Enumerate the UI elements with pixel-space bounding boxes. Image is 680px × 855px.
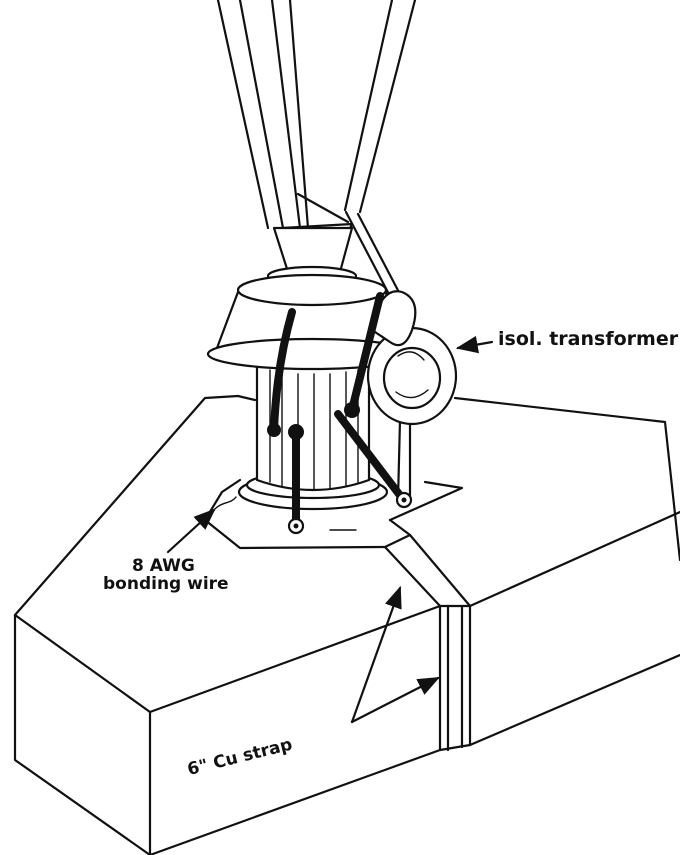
insulator-cap <box>206 226 418 371</box>
tower-legs <box>216 0 417 252</box>
copper-strap <box>203 518 472 752</box>
base-insulator <box>237 363 389 511</box>
isol-transformer-label: isol. transformer <box>498 328 679 350</box>
concrete-base-block <box>13 394 680 855</box>
bonding-wire-label-line2: bonding wire <box>103 574 229 594</box>
bonding-wires <box>267 292 413 535</box>
leader-arrows <box>166 335 494 724</box>
isolation-transformer <box>366 290 458 426</box>
bonding-wire-label-line1: 8 AWG <box>132 556 195 576</box>
